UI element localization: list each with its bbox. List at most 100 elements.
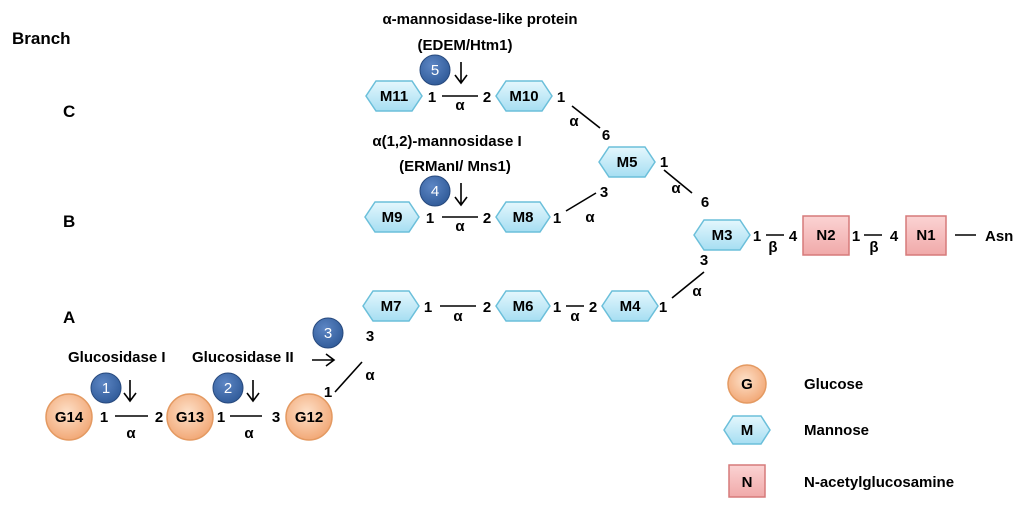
- step-3-icon: [312, 317, 344, 349]
- link-m11-1: 1: [428, 89, 436, 106]
- branch-b-label: B: [63, 212, 75, 231]
- node-g12-label: G12: [295, 409, 323, 426]
- link-g13-alpha: α: [244, 425, 254, 442]
- glcnac-n2-icon: [802, 215, 850, 256]
- node-m6-label: M6: [513, 298, 534, 315]
- link-g14-alpha: α: [126, 425, 136, 442]
- node-g14-label: G14: [55, 409, 84, 426]
- edem-title-line2: (EDEM/Htm1): [417, 37, 512, 54]
- mannose-m4-icon: [601, 290, 659, 322]
- gluc1-arrow-icon: [123, 380, 137, 403]
- edem-title-line1: α-mannosidase-like protein: [382, 11, 577, 28]
- link-m5-alpha: α: [671, 180, 681, 197]
- link-g12-1: 1: [324, 384, 332, 401]
- bond-m10-m5: [571, 105, 601, 129]
- link-m9-alpha: α: [455, 218, 465, 235]
- bond-m4-m3: [671, 271, 705, 299]
- mannose-m8-icon: [495, 201, 551, 233]
- bond-g12-m7: [334, 361, 363, 393]
- bond-lines: [115, 95, 976, 417]
- ermani-title-line1: α(1,2)-mannosidase I: [372, 133, 521, 150]
- step-3-label: 3: [324, 325, 332, 342]
- edem-arrow-icon: [454, 62, 468, 85]
- legend-glcnac-icon: [728, 464, 766, 498]
- link-m5-1: 1: [660, 154, 668, 171]
- link-m7-alpha: α: [453, 308, 463, 325]
- link-m6-alpha: α: [570, 308, 580, 325]
- link-m8-alpha: α: [585, 209, 595, 226]
- step-5-label: 5: [431, 62, 439, 79]
- gluc2-right-arrow-icon: [312, 353, 336, 367]
- glucose-g14-icon: [45, 393, 93, 441]
- link-m4-2: 2: [589, 299, 597, 316]
- link-g12-alpha: α: [365, 367, 375, 384]
- link-m6-2: 2: [483, 299, 491, 316]
- link-m10-1: 1: [557, 89, 565, 106]
- link-m3-3: 3: [700, 252, 708, 269]
- link-g12-3: 3: [272, 409, 280, 426]
- bond-m8-m5: [565, 192, 597, 212]
- ermani-title-line2: (ERManI/ Mns1): [399, 158, 511, 175]
- step-1-label: 1: [102, 380, 110, 397]
- step-5-icon: [419, 54, 451, 86]
- link-g14-1: 1: [100, 409, 108, 426]
- link-m10-2: 2: [483, 89, 491, 106]
- link-n1-4: 4: [890, 228, 899, 245]
- node-m8-label: M8: [513, 209, 534, 226]
- link-m5-6: 6: [602, 127, 610, 144]
- node-m4-label: M4: [620, 298, 641, 315]
- legend-mannose-symbol: M: [741, 422, 754, 439]
- node-m3-label: M3: [712, 227, 733, 244]
- mannose-m7-icon: [362, 290, 420, 322]
- node-m5-label: M5: [617, 154, 638, 171]
- glucose-g13-icon: [166, 393, 214, 441]
- branch-header: Branch: [12, 29, 71, 48]
- link-m4-1: 1: [659, 299, 667, 316]
- link-m6-1: 1: [553, 299, 561, 316]
- legend-mannose-icon: [723, 415, 771, 445]
- link-m5-3: 3: [600, 184, 608, 201]
- link-m8-1: 1: [553, 210, 561, 227]
- link-m3-6: 6: [701, 194, 709, 211]
- mannose-m6-icon: [495, 290, 551, 322]
- mannose-m11-icon: [365, 80, 423, 112]
- node-g13-label: G13: [176, 409, 204, 426]
- enzyme-arrows: [123, 62, 468, 403]
- link-n2-4: 4: [789, 228, 798, 245]
- link-n2-1: 1: [852, 228, 860, 245]
- link-m11-alpha: α: [455, 97, 465, 114]
- link-m10-alpha: α: [569, 113, 579, 130]
- step-2-icon: [212, 372, 244, 404]
- glcnac-n1-icon: [905, 215, 947, 256]
- branch-c-label: C: [63, 102, 75, 121]
- node-n1-label: N1: [916, 227, 935, 244]
- gluc2-arrow-icon: [246, 380, 260, 403]
- step-4-icon: [419, 175, 451, 207]
- step-2-label: 2: [224, 380, 232, 397]
- mannose-m10-icon: [495, 80, 553, 112]
- link-m7-1: 1: [424, 299, 432, 316]
- branch-a-label: A: [63, 308, 75, 327]
- link-m3-beta: β: [768, 239, 777, 256]
- link-m3-1: 1: [753, 228, 761, 245]
- step-1-icon: [90, 372, 122, 404]
- node-m9-label: M9: [382, 209, 403, 226]
- legend-glucose-label: Glucose: [804, 376, 863, 393]
- glucosidase-1-label: Glucosidase I: [68, 349, 166, 366]
- link-n2-beta: β: [869, 239, 878, 256]
- glucose-g12-icon: [285, 393, 333, 441]
- link-m9-1: 1: [426, 210, 434, 227]
- legend-glcnac-label: N-acetylglucosamine: [804, 474, 954, 491]
- asn-label: Asn: [985, 228, 1013, 245]
- glucosidase-2-label: Glucosidase II: [192, 349, 294, 366]
- legend-glucose-symbol: G: [741, 376, 753, 393]
- node-m11-label: M11: [380, 88, 408, 105]
- bond-m5-m3: [663, 169, 693, 194]
- ermani-arrow-icon: [454, 183, 468, 207]
- node-m10-label: M10: [509, 88, 538, 105]
- mannose-m9-icon: [364, 201, 420, 233]
- link-m4-alpha: α: [692, 283, 702, 300]
- legend-mannose-label: Mannose: [804, 422, 869, 439]
